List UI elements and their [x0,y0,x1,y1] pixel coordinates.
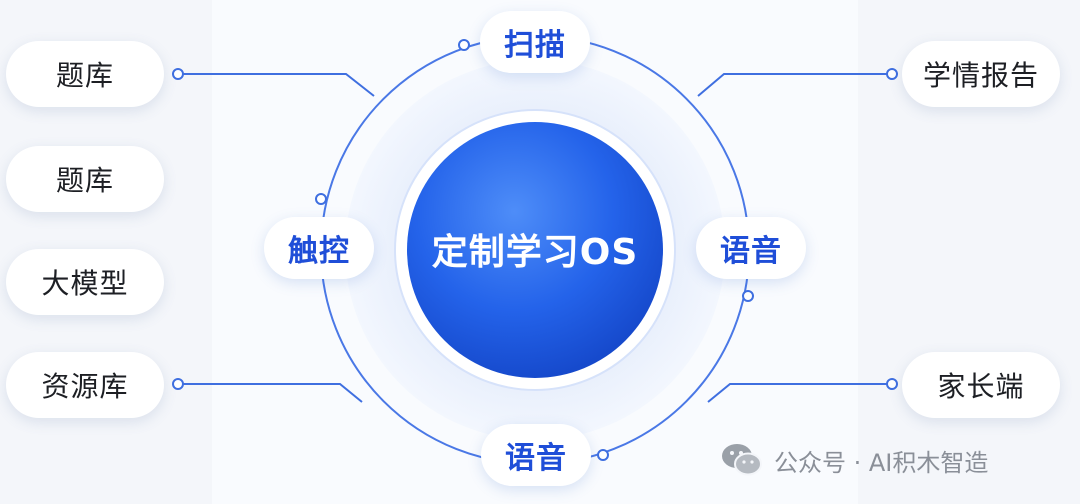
connector-right-bottom [707,383,892,403]
orbit-node-voice-right: 语音 [696,217,806,279]
left-pill-large-model: 大模型 [6,249,164,315]
left-pill-question-bank-1: 题库 [6,41,164,107]
orbit-dot [742,290,754,302]
connector-left-bottom [178,383,363,403]
left-pill-question-bank-2: 题库 [6,146,164,212]
orbit-node-touch: 触控 [264,217,374,279]
center-title: 定制学习OS [431,232,639,273]
left-pill-resource-library: 资源库 [6,352,164,418]
wechat-icon [722,444,762,476]
watermark-text: 公众号 · AI积木智造 [774,448,989,477]
orbit-node-scan: 扫描 [480,11,590,73]
connector-right-top [697,73,892,97]
connector-left-top [178,73,375,97]
right-pill-learning-report: 学情报告 [902,41,1060,107]
orbit-dot [315,193,327,205]
orbit-dot [458,39,470,51]
orbit-node-voice-bottom: 语音 [481,424,591,486]
right-pill-parent-app: 家长端 [902,352,1060,418]
center-core [407,122,663,378]
orbit-dot [597,449,609,461]
watermark: 公众号 · AI积木智造 [720,440,988,480]
